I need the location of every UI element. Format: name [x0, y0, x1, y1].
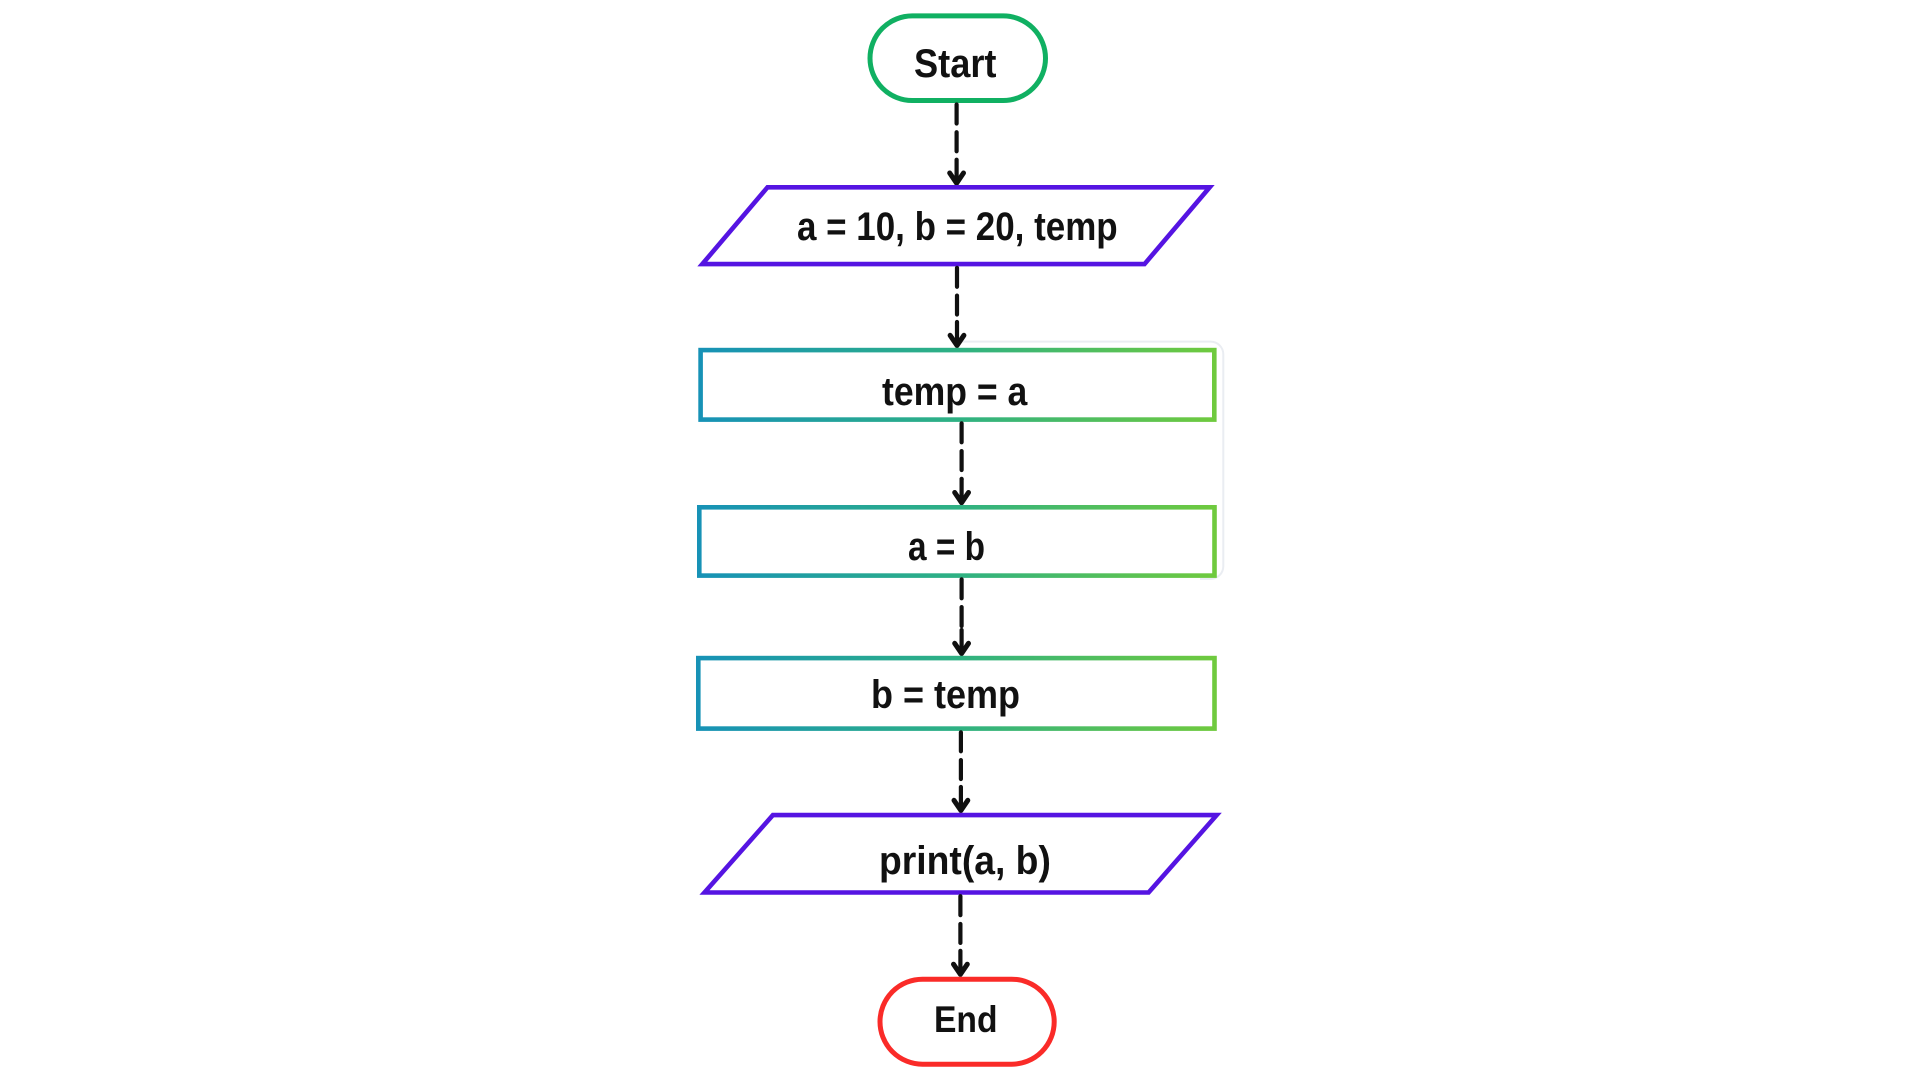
start-label: Start — [913, 41, 996, 86]
process-3-label: b = temp — [870, 673, 1020, 718]
process-1-label: temp = a — [882, 370, 1028, 415]
process-box-3-shape — [695, 655, 1217, 731]
connector-init-step1 — [947, 265, 967, 348]
init-parallelogram-shape — [697, 185, 1215, 267]
process-box-2-shape — [696, 504, 1217, 578]
connector-step2-step3 — [952, 577, 971, 656]
output-parallelogram-shape — [699, 812, 1222, 895]
connector-step3-output — [951, 730, 971, 813]
card-outline — [957, 340, 1225, 580]
arrowhead — [951, 797, 971, 813]
end-terminator-shape — [877, 976, 1057, 1067]
connector-start-init — [947, 102, 966, 186]
arrowhead — [947, 170, 966, 186]
arrowhead — [951, 961, 970, 977]
init-label: a = 10, b = 20, temp — [796, 205, 1118, 250]
process-2-label: a = b — [907, 525, 985, 569]
output-label: print(a, b) — [878, 839, 1051, 884]
arrowhead — [952, 640, 971, 656]
process-box-1-shape — [698, 347, 1217, 422]
arrowhead — [952, 490, 971, 506]
connector-output-end — [951, 894, 970, 977]
start-terminator-shape — [867, 13, 1048, 103]
arrowhead — [947, 332, 967, 348]
end-label: End — [933, 998, 998, 1040]
connector-step1-step2 — [952, 421, 971, 506]
